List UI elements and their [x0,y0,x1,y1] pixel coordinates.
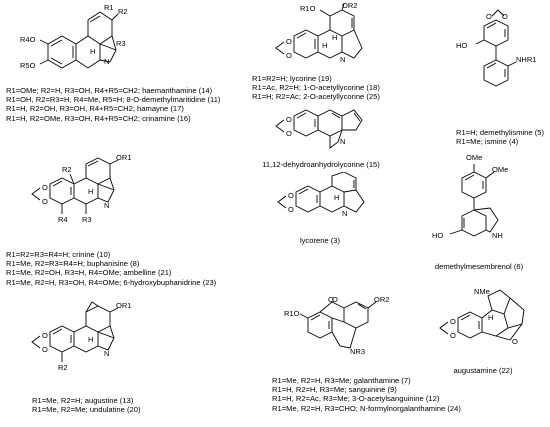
atom-label: NHR1 [516,55,536,64]
svg-text:O: O [286,51,292,60]
atom-label: N [340,55,345,64]
atom-label: H [88,335,93,344]
caption-line: R1=Me, R2=H; augustine (13) [32,396,134,405]
atom-label: N [340,137,345,146]
svg-text:O: O [42,197,48,206]
atom-label: NR3 [350,347,365,356]
atom-label: R1O [300,4,316,13]
svg-text:O: O [502,12,508,21]
atom-label: R5O [20,61,36,70]
caption-line: R1=Me, R2=H, R3=CHO; N-formylnorgalantha… [272,403,461,413]
caption-line: R1=Me, R2=H, R3=Me; galanthamine (7) [272,376,411,385]
svg-text:O: O [286,37,292,46]
structure-galanthamine-type: O R1O O OR2 NR3 [284,295,389,356]
structure-augustine-type: O O O OR1 R2 H N [31,300,131,372]
caption-line: R1=Me, R2=R3=R4=H; buphanisine (8) [6,259,140,269]
atom-label: R3 [82,215,92,224]
svg-text:O: O [288,191,294,200]
structure-demethylmesembrenol: OMe OMe HO NH [432,153,508,240]
caption-line: R1=Ac, R2=H; 1-O-acetyllycorine (18) [252,83,380,93]
atom-label: OR2 [374,295,389,304]
caption-haemanthamine-series: R1=OMe; R2=H, R3=OH, R4+R5=CH2; haemanth… [6,86,220,123]
atom-label: O [512,337,518,346]
svg-text:O: O [450,317,456,326]
atom-label: H [488,313,493,322]
atom-label: HO [432,231,443,240]
caption-line: R1=Me, R2=OH, R3=H, R4=OMe; ambelline (2… [6,268,172,278]
atom-label: R4O [20,35,36,44]
structure-ismine: O O HO NHR1 [456,9,536,87]
structure-crinine-type: O O R2 OR1 R4 R3 H N [31,153,131,224]
atom-label: H [322,41,327,50]
caption-line: R1=OH, R2=R3=H, R4=Me, R5=H; 8-O-demethy… [6,95,221,105]
structure-augustamine: O O NMe H O [439,287,525,346]
atom-label: OMe [466,153,482,162]
caption-line: R1=Me, R2=H, R3=OH, R4=OMe; 6-hydroxybup… [6,277,217,287]
atom-label: HO [456,41,467,50]
caption-line: R1=H, R2=OH, R3=OH, R4+R5=CH2; hamayne (… [6,104,184,114]
svg-text:O: O [450,331,456,340]
caption-crinine-series: R1=R2=R3=R4=H; crinine (10) R1=Me, R2=R3… [6,250,216,287]
atom-label: OR2 [342,2,357,10]
caption-line: R1=H, R2=Ac, R3=Me; 3-O-acetylsanguinine… [272,394,440,404]
structure-haemanthamine-type: R1 R2 R3 R4O R5O H N [20,3,128,70]
structure-lycorene: O O H N [277,172,365,218]
caption-lycorene: lycorene (3) [299,236,341,245]
caption-line: R1=H; R2=Ac; 2-O-acetyllycorine (25) [252,92,380,102]
atom-label: N [104,349,109,358]
caption-line: R1=R2=R3=R4=H; crinine (10) [6,250,111,259]
svg-text:O: O [328,295,334,304]
atom-label: R2 [58,363,68,372]
atom-label: N [104,57,109,66]
atom-label: H [90,47,95,56]
svg-text:O: O [42,331,48,340]
atom-label: R2 [62,165,72,174]
atom-label: OMe [492,165,508,174]
atom-label: O [332,295,338,304]
caption-line: R1=OMe; R2=H, R3=OH, R4+R5=CH2; haemanth… [6,86,213,95]
caption-dehydroanhydrolycorine: 11,12-dehydroanhydrolycorine (15) [262,160,380,169]
caption-line: R1=H; demethylismine (5) [456,128,544,137]
caption-lycorine-series: R1=R2=H; lycorine (19) R1=Ac, R2=H; 1-O-… [252,74,380,102]
atom-label: R2 [118,7,128,16]
caption-line: R1=H, R2=H, R3=Me; sanguinine (9) [272,385,397,395]
atom-label: OR1 [116,153,131,162]
caption-galanthamine-series: R1=Me, R2=H, R3=Me; galanthamine (7) R1=… [272,376,461,413]
svg-text:O: O [286,129,292,138]
atom-label: R4 [58,215,68,224]
atom-label: N [104,201,109,210]
caption-demethylmesembrenol: demethylmesembrenol (6) [434,262,524,271]
atom-label: R1 [104,3,114,12]
atom-label: O [90,300,96,302]
structure-lycorine-type: O O R1O OR2 H H N [275,2,363,64]
atom-label: R3 [116,39,126,48]
atom-label: NH [492,231,503,240]
svg-text:O: O [486,12,492,21]
atom-label: H [332,33,337,42]
structure-dehydroanhydrolycorine: O O N [275,109,363,149]
atom-label: H [88,187,93,196]
caption-augustine-series: R1=Me, R2=H; augustine (13) R1=Me, R2=Me… [32,396,140,414]
svg-text:O: O [286,115,292,124]
caption-line: R1=Me, R2=Me; undulatine (20) [32,405,141,415]
svg-text:O: O [42,183,48,192]
caption-augustamine: augustamine (22) [453,366,513,375]
svg-text:O: O [42,345,48,354]
atom-label: OR1 [116,301,131,310]
caption-line: R1=H, R2=OMe, R3=OH, R4+R5=CH2; crinamin… [6,113,191,123]
caption-ismine-series: R1=H; demethylismine (5) R1=Me; ismine (… [456,128,544,146]
svg-text:O: O [288,205,294,214]
atom-label: N [342,209,347,218]
atom-label: NMe [474,287,490,296]
caption-line: R1=R2=H; lycorine (19) [252,74,332,83]
atom-label: R1O [284,309,300,318]
caption-line: R1=Me; ismine (4) [456,137,519,147]
atom-label: H [334,193,339,202]
